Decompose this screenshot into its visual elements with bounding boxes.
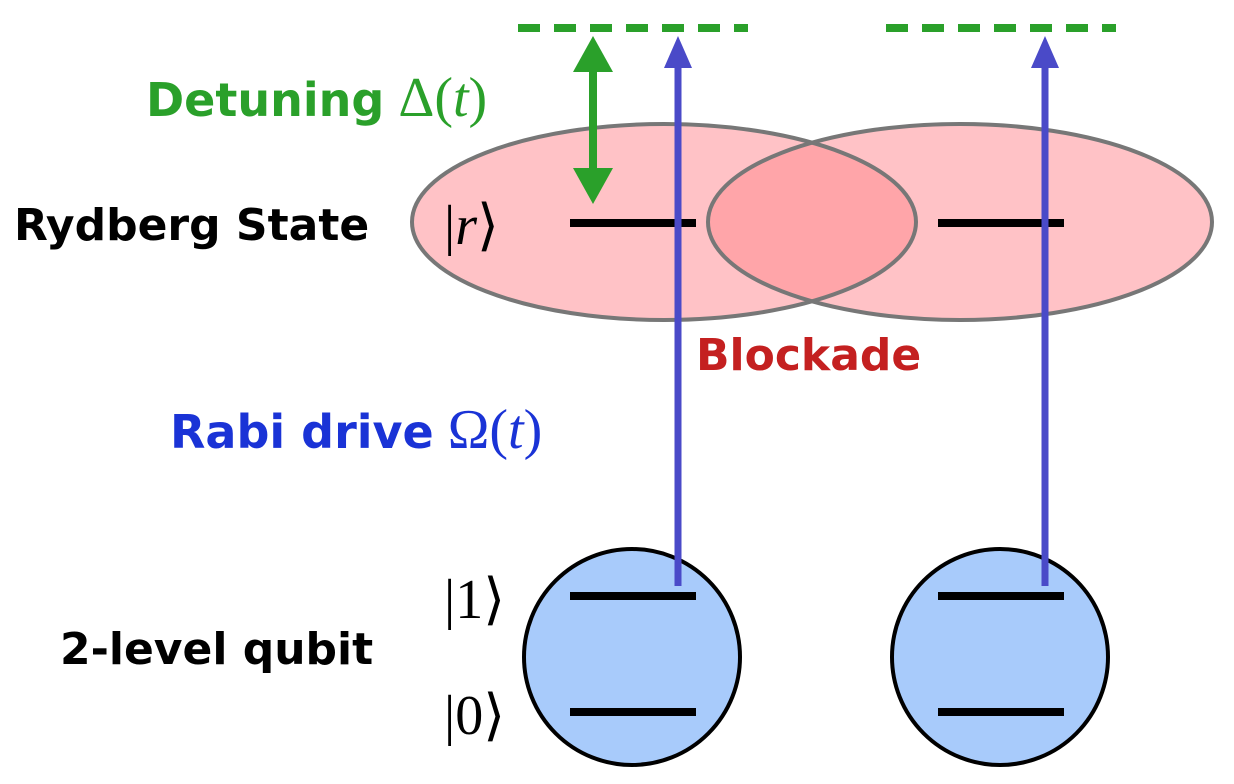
ket-1-label: |1⟩ [444,569,505,631]
rydberg-state-label: Rydberg State [14,200,369,251]
blockade-label: Blockade [696,330,921,381]
rabi-drive-arrows [664,36,1059,586]
detuning-label: Detuning Δ(t) [146,67,487,129]
detuning-arrow [573,36,613,204]
rydberg-ellipses [410,122,1214,322]
rabi-drive-label: Rabi drive Ω(t) [170,399,542,461]
qubit-label: 2-level qubit [60,624,373,675]
qubit-circle-left [522,547,742,767]
energy-levels [570,219,1064,716]
qubit-circle-right [890,547,1110,767]
qubit-circles [522,547,1110,767]
ket-0-label: |0⟩ [444,685,505,747]
blockade-overlap-region [708,124,916,320]
ket-r-label: |r⟩ [444,195,499,257]
